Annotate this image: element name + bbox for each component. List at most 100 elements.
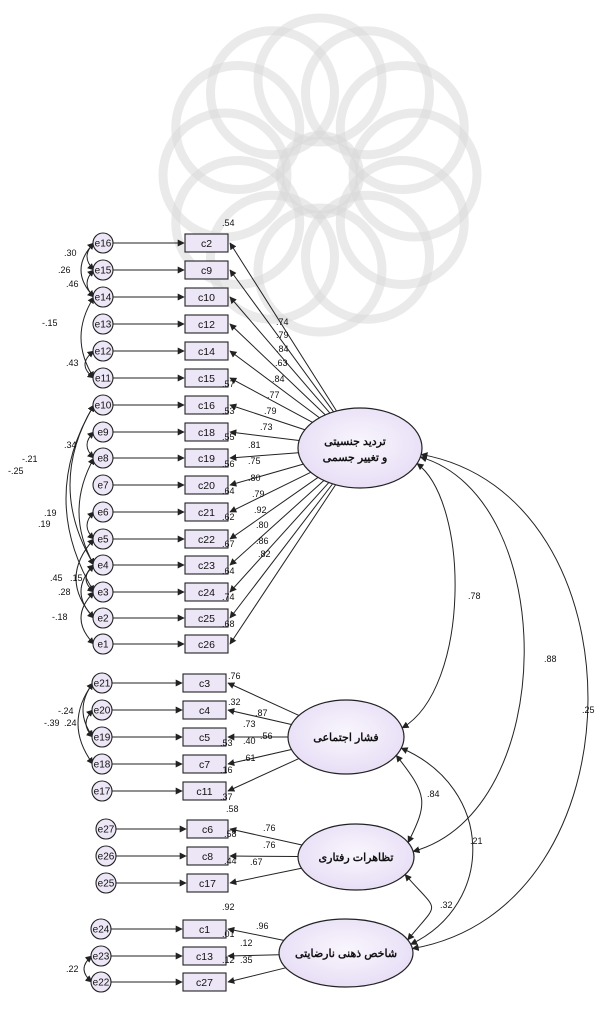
indicator-label: c16 [198, 400, 215, 412]
loading-label: .96 [256, 921, 269, 931]
error-covariance-arc [65, 404, 95, 593]
error-label: e27 [98, 825, 115, 836]
error-covariance-label: .19 [38, 519, 51, 529]
error-covariance-label: .34 [64, 440, 77, 450]
loading-path [229, 867, 302, 886]
error-label: e20 [94, 706, 111, 717]
indicator-box-c24 [184, 582, 229, 602]
loading-path [227, 926, 284, 941]
error-term-e3 [92, 581, 114, 603]
r-squared-label: .67 [222, 539, 235, 549]
loading-path [229, 452, 299, 462]
loading-path [227, 758, 300, 792]
indicator-box-c17 [186, 873, 229, 893]
error-label: e8 [97, 454, 109, 465]
error-term-e10 [92, 394, 114, 416]
error-covariance-label: .43 [66, 358, 79, 368]
error-covariance-arc [80, 591, 95, 645]
error-label: e21 [94, 679, 111, 690]
watermark-petal [301, 26, 434, 160]
error-term-e17 [91, 780, 113, 802]
factor-covariance-label: .32 [440, 900, 453, 910]
error-covariance-arc [80, 242, 95, 298]
indicator-label: c4 [199, 705, 210, 717]
indicator-label: c27 [196, 977, 213, 989]
loading-label: .67 [250, 857, 263, 867]
error-label: e2 [97, 614, 109, 625]
loading-label: .81 [248, 440, 261, 450]
indicator-box-c3 [182, 673, 227, 693]
error-covariance-label: -.24 [58, 706, 74, 716]
loading-label: .79 [252, 489, 265, 499]
loading-label: .92 [254, 505, 267, 515]
edges-layer [65, 239, 589, 986]
latent-factor-F3 [297, 823, 415, 891]
loading-label: .84 [272, 374, 285, 384]
r-squared-label: .53 [220, 738, 233, 748]
r-squared-label: .16 [220, 765, 233, 775]
watermark-core [276, 131, 364, 219]
error-label: e18 [94, 760, 111, 771]
loading-path [229, 482, 330, 593]
error-label: e22 [93, 978, 110, 989]
r-squared-label: .58 [224, 829, 237, 839]
loading-label: .79 [276, 330, 289, 340]
indicator-box-c21 [184, 502, 229, 522]
indicator-label: c11 [196, 786, 212, 798]
indicator-box-c11 [182, 781, 227, 801]
error-covariance-arc [84, 350, 95, 379]
indicator-box-c6 [186, 819, 229, 839]
loading-path [229, 852, 299, 860]
error-label: e14 [95, 293, 112, 304]
indicator-label: c22 [198, 534, 215, 546]
error-label: e17 [94, 787, 111, 798]
factor-covariance-label: .88 [544, 654, 557, 664]
error-covariance-arc [77, 682, 94, 765]
indicator-box-c9 [184, 260, 229, 280]
error-covariance-label: .15 [70, 573, 83, 583]
error-term-e15 [92, 259, 114, 281]
loading-path [229, 269, 334, 413]
indicator-box-c8 [186, 846, 229, 866]
loading-path [229, 242, 337, 412]
watermark-petal [206, 190, 339, 324]
loading-path [229, 463, 304, 487]
indicator-label: c6 [202, 824, 213, 836]
indicator-box-c18 [184, 422, 229, 442]
r-squared-label: .32 [228, 697, 241, 707]
r-squared-label: .62 [222, 512, 235, 522]
error-covariance-label: .26 [58, 265, 71, 275]
error-label: e9 [97, 428, 109, 439]
error-covariance-label: -.25 [8, 466, 24, 476]
error-covariance-label: -.39 [44, 718, 60, 728]
error-label: e3 [97, 588, 109, 599]
indicator-box-c7 [182, 754, 227, 774]
error-term-e5 [92, 528, 114, 550]
r-squared-label: .53 [222, 406, 235, 416]
indicator-box-c23 [184, 555, 229, 575]
loading-path [229, 483, 333, 619]
r-squared-label: .76 [228, 671, 241, 681]
error-label: e13 [95, 320, 112, 331]
loading-label: .40 [243, 736, 256, 746]
error-label: e26 [98, 852, 115, 863]
factor-covariance-label: .21 [470, 836, 483, 846]
loading-path [227, 967, 286, 984]
error-term-e23 [90, 945, 112, 967]
factor-covariance-label: .84 [427, 789, 440, 799]
loading-label: .86 [256, 536, 269, 546]
indicator-label: c25 [198, 613, 215, 625]
r-squared-label: .57 [222, 379, 235, 389]
r-squared-label: .58 [226, 804, 239, 814]
loading-label: .73 [260, 422, 273, 432]
indicator-label: c15 [198, 373, 215, 385]
indicator-box-c26 [184, 634, 229, 654]
loading-path [229, 296, 331, 414]
error-label: e23 [93, 952, 110, 963]
loading-label: .56 [260, 731, 273, 741]
watermark-petal [301, 190, 434, 324]
university-emblem-watermark [158, 13, 482, 337]
indicator-box-c22 [184, 529, 229, 549]
indicator-box-c16 [184, 395, 229, 415]
